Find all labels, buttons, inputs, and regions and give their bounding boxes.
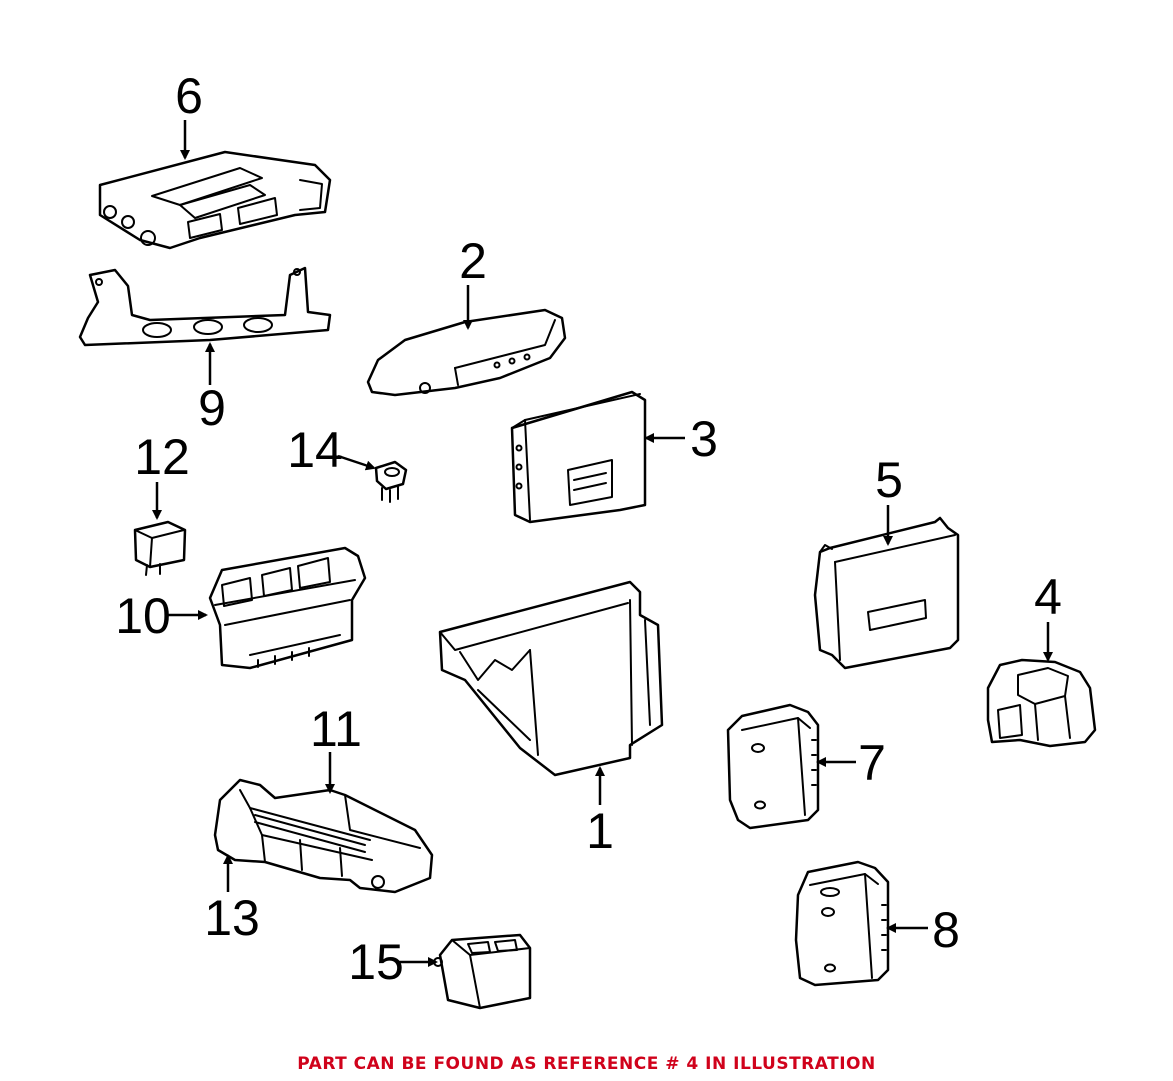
callout-13: 13 xyxy=(204,890,260,946)
callout-3: 3 xyxy=(690,411,718,467)
callout-14: 14 xyxy=(287,422,343,478)
part-8-control-module xyxy=(794,860,890,987)
leader-14 xyxy=(337,454,376,471)
part-1-module-housing xyxy=(438,580,664,777)
part-3-control-unit xyxy=(510,390,647,524)
part-12-relay xyxy=(133,520,187,576)
callout-9: 9 xyxy=(198,380,226,436)
callout-10: 10 xyxy=(115,588,171,644)
part-10-fuse-relay-box xyxy=(208,546,367,670)
callout-1: 1 xyxy=(586,803,614,859)
part-7-control-module xyxy=(726,703,820,830)
callout-4: 4 xyxy=(1034,569,1062,625)
part-14-switch xyxy=(374,460,408,503)
part-11-13-module-assembly xyxy=(213,778,434,894)
callout-12: 12 xyxy=(134,429,190,485)
part-6-control-module xyxy=(98,150,332,250)
callout-2: 2 xyxy=(459,233,487,289)
part-9-mounting-bracket xyxy=(78,266,332,347)
part-5-control-unit xyxy=(813,516,960,670)
callout-5: 5 xyxy=(875,452,903,508)
callout-6: 6 xyxy=(175,68,203,124)
callout-15: 15 xyxy=(348,934,404,990)
parts-diagram: 6 9 2 3 14 xyxy=(78,68,1097,1010)
reference-note: PART CAN BE FOUND AS REFERENCE # 4 IN IL… xyxy=(297,1054,876,1074)
callout-11: 11 xyxy=(310,701,362,757)
callout-7: 7 xyxy=(858,735,886,791)
callout-8: 8 xyxy=(932,902,960,958)
part-2-overhead-module xyxy=(366,308,567,397)
part-15-relay xyxy=(433,933,532,1010)
part-4-control-module xyxy=(986,658,1097,748)
